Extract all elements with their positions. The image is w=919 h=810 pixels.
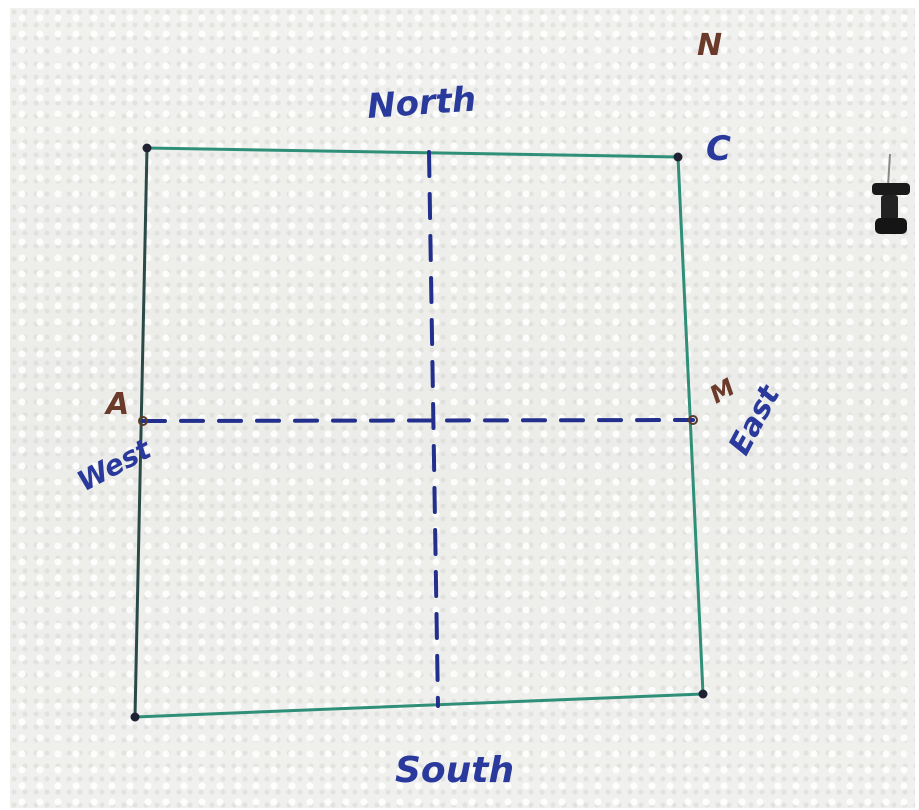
point-m-label: M (705, 373, 740, 409)
north-label: North (366, 79, 478, 127)
square-left-edge (133, 146, 149, 719)
vertex-bottom-left-dot (130, 712, 140, 722)
square-bottom-edge (133, 692, 705, 719)
vertex-top-left-dot (142, 143, 152, 153)
vertex-top-right-dot (673, 152, 683, 162)
compass-n-label: N (697, 28, 722, 63)
styrofoam-board (10, 8, 915, 808)
dashed-north-south-line (427, 150, 440, 708)
west-label: West (72, 432, 158, 499)
vertex-bottom-right-dot (698, 689, 708, 699)
point-a-label: A (104, 387, 129, 422)
square-top-edge (145, 146, 680, 159)
push-pin-icon (872, 153, 910, 234)
point-a-dot (138, 416, 148, 426)
square-right-edge (676, 155, 705, 696)
point-m-dot (688, 415, 698, 425)
dashed-east-west-line (141, 418, 695, 423)
point-c-label: C (706, 129, 731, 169)
south-label: South (395, 750, 514, 791)
